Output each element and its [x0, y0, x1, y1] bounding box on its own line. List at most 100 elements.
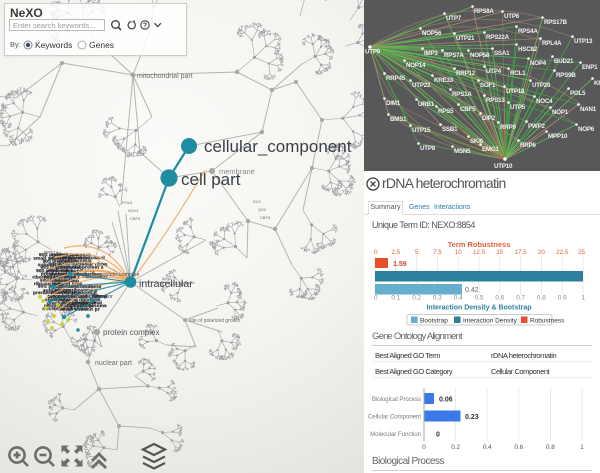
svg-text:subunit proc: subunit proc — [53, 281, 83, 287]
svg-text:small subunit pro: small subunit pro — [34, 256, 77, 262]
svg-text:small nucleola: small nucleola — [40, 278, 75, 284]
svg-text:preribosomal: preribosomal — [59, 258, 92, 264]
svg-text:90S preribosoma: 90S preribosoma — [37, 269, 75, 275]
svg-text:SSA1: SSA1 — [494, 50, 510, 57]
svg-text:NOX1: NOX1 — [128, 208, 140, 213]
svg-text:BMS1: BMS1 — [390, 116, 407, 123]
svg-text:90S preribosomal: 90S preribosomal — [62, 255, 105, 261]
svg-text:UTP5: UTP5 — [510, 104, 526, 111]
svg-text:UTP10: UTP10 — [494, 163, 513, 170]
svg-text:KRE33: KRE33 — [434, 77, 454, 84]
svg-text:nucleolar: nucleolar — [48, 261, 71, 267]
svg-text:2.5: 2.5 — [391, 249, 400, 256]
svg-text:QX2: QX2 — [258, 207, 267, 212]
svg-text:RPL4A: RPL4A — [542, 40, 562, 47]
svg-text:preribosomal sub: preribosomal sub — [48, 301, 88, 307]
svg-text:0.9: 0.9 — [558, 295, 567, 302]
svg-text:subunit pr: subunit pr — [38, 262, 63, 268]
svg-text:RRP45: RRP45 — [386, 75, 406, 82]
svg-text:RPS9B: RPS9B — [556, 72, 576, 79]
svg-text:ribonucleoprotein s: ribonucleoprotein s — [56, 265, 104, 271]
svg-text:1: 1 — [580, 444, 584, 451]
svg-text:0.1: 0.1 — [391, 295, 400, 302]
svg-text:22.5: 22.5 — [556, 249, 569, 256]
svg-text:15: 15 — [496, 249, 504, 256]
svg-text:KR: KR — [594, 80, 600, 87]
svg-text:1.59: 1.59 — [393, 261, 407, 268]
svg-text:small sub: small sub — [46, 268, 69, 274]
svg-text:90S preribosome: 90S preribosome — [67, 303, 107, 309]
svg-text:90S preribosome p: 90S preribosome p — [55, 287, 98, 293]
svg-text:protein complex: protein complex — [103, 328, 159, 337]
svg-text:0.6: 0.6 — [495, 295, 504, 302]
svg-text:small subunit pr: small subunit pr — [60, 307, 100, 313]
svg-text:ribonucleoprotein s: ribonucleoprotein s — [56, 265, 104, 271]
svg-text:7.5: 7.5 — [433, 249, 442, 256]
svg-text:90S preribosom: 90S preribosom — [43, 259, 78, 265]
svg-text:UTP7: UTP7 — [446, 15, 462, 22]
svg-text:BUD21: BUD21 — [554, 58, 574, 65]
svg-text:CBF5: CBF5 — [130, 216, 141, 221]
svg-text:90S preribosome p: 90S preribosome p — [55, 288, 98, 294]
svg-text:SKI6: SKI6 — [470, 138, 484, 145]
svg-text:NOP1: NOP1 — [552, 109, 569, 116]
svg-text:90S preribosoma: 90S preribosoma — [36, 268, 74, 274]
svg-text:5: 5 — [415, 249, 419, 256]
svg-text:ribosomal subunit pr: ribosomal subunit pr — [44, 303, 94, 309]
svg-text:subunit processo: subunit processo — [51, 252, 91, 258]
svg-text:UTP4: UTP4 — [486, 68, 502, 75]
svg-text:membrane: membrane — [219, 167, 255, 176]
svg-text:ribonucleopr: ribonucleopr — [34, 282, 64, 288]
svg-text:ribosomal subunit pr: ribosomal subunit pr — [44, 304, 94, 310]
svg-text:90S preribosomal: 90S preribosomal — [63, 255, 106, 261]
svg-text:90S preribosomal: 90S preribosomal — [48, 294, 88, 300]
svg-text:Molecular Function: Molecular Function — [370, 432, 421, 438]
svg-text:RPS1A: RPS1A — [452, 91, 472, 98]
svg-text:NOP14: NOP14 — [406, 62, 426, 69]
svg-text:RRP12: RRP12 — [456, 70, 476, 77]
svg-text:processome ribonu: processome ribonu — [48, 294, 91, 300]
svg-text:Biological Process: Biological Process — [372, 397, 421, 403]
svg-text:90S preribosomal p: 90S preribosomal p — [91, 294, 107, 300]
svg-text:nucleolar ribon: nucleolar ribon — [72, 262, 108, 268]
svg-text:0.3: 0.3 — [433, 295, 442, 302]
svg-text:UTP20: UTP20 — [532, 82, 551, 89]
svg-text:DIP2: DIP2 — [482, 115, 496, 122]
svg-text:Term Robustness: Term Robustness — [448, 240, 511, 249]
svg-text:preribosome large su: preribosome large su — [33, 291, 83, 297]
svg-text:preribosome large su: preribosome large su — [33, 290, 83, 296]
svg-text:small subu: small subu — [45, 297, 70, 303]
svg-text:90S preribosome: 90S preribosome — [39, 253, 79, 259]
svg-text:nucleolar ribonucl: nucleolar ribonucl — [43, 307, 88, 313]
svg-text:subunit processo: subunit processo — [51, 253, 91, 259]
svg-text:nucleolar ribonucl: nucleolar ribonucl — [42, 306, 87, 312]
svg-text:ribonucleop: ribonucleop — [51, 278, 79, 284]
svg-text:small subunit pr: small subunit pr — [60, 307, 100, 313]
svg-text:0.42: 0.42 — [465, 287, 479, 294]
svg-text:0: 0 — [436, 432, 440, 439]
svg-text:CBF5: CBF5 — [460, 106, 476, 113]
svg-text:0.2: 0.2 — [451, 444, 460, 451]
svg-text:DLS: DLS — [253, 199, 261, 204]
svg-text:NAN1: NAN1 — [580, 106, 597, 113]
svg-text:0: 0 — [374, 295, 378, 302]
svg-text:0.4: 0.4 — [483, 444, 492, 451]
svg-text:ribonucleoprotein complex: ribonucleoprotein complex — [75, 272, 139, 278]
svg-text:NOP6: NOP6 — [578, 126, 595, 133]
svg-text:NOC4: NOC4 — [536, 98, 553, 105]
svg-text:mitochondrial part: mitochondrial part — [137, 73, 193, 80]
svg-text:0.5: 0.5 — [475, 295, 484, 302]
svg-text:25: 25 — [578, 249, 586, 256]
svg-text:Interaction Density & Bootstra: Interaction Density & Bootstrap — [426, 305, 531, 312]
svg-text:Interaction Density: Interaction Density — [463, 318, 518, 325]
svg-text:subunit pr: subunit pr — [38, 262, 63, 268]
svg-text:CBF5: CBF5 — [260, 215, 271, 220]
svg-text:ribonucle: ribonucle — [73, 300, 96, 306]
svg-text:NOP56: NOP56 — [422, 30, 442, 37]
svg-text:cell part: cell part — [181, 170, 241, 189]
svg-text:RPS8A: RPS8A — [474, 8, 494, 15]
svg-text:ribonucle: ribonucle — [74, 301, 97, 307]
svg-text:90S preribosome: 90S preribosome — [39, 252, 79, 258]
svg-text:RPS1A: RPS1A — [44, 250, 59, 255]
svg-text:?: ? — [143, 23, 147, 30]
